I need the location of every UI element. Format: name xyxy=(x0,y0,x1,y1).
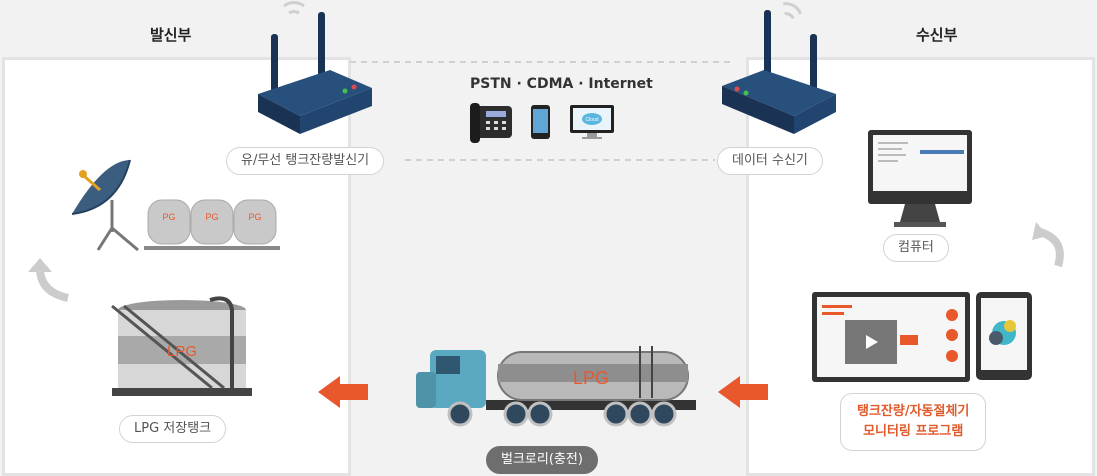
cylinder-text-2: PG xyxy=(205,212,218,222)
receiver-title: 수신부 xyxy=(916,26,958,44)
receiver-router-icon xyxy=(722,2,836,134)
gas-cylinders-icon: PG PG PG xyxy=(144,199,280,250)
program-label: 탱크잔량/자동절체기 모니터링 프로그램 xyxy=(840,393,987,451)
storage-tank-text: LPG xyxy=(167,343,197,360)
curved-arrow-right-head xyxy=(1032,222,1048,240)
computer-label: 컴퓨터 xyxy=(883,234,949,262)
receiver-label: 데이터 수신기 xyxy=(717,147,823,175)
cylinder-text-1: PG xyxy=(162,212,175,222)
satellite-dish-icon xyxy=(71,159,139,252)
mobile-phone-icon xyxy=(531,105,550,139)
curved-arrow-left-icon xyxy=(36,267,69,302)
bulk-truck-icon: LPG xyxy=(416,346,696,427)
telephone-icon xyxy=(470,103,512,143)
arrow-truck-to-tank-icon xyxy=(318,376,368,408)
monitoring-program-screen-icon xyxy=(812,292,970,382)
curved-arrow-left-head xyxy=(28,258,52,272)
transmitter-router-icon xyxy=(258,1,372,134)
cylinder-text-3: PG xyxy=(248,212,261,222)
sender-title: 발신부 xyxy=(150,26,192,44)
program-label-line1: 탱크잔량/자동절체기 xyxy=(857,404,970,419)
program-label-line2: 모니터링 프로그램 xyxy=(863,424,964,439)
tablet-icon xyxy=(976,292,1032,380)
cloud-text: Cloud xyxy=(585,117,598,123)
truck-tank-text: LPG xyxy=(573,368,609,388)
cloud-monitor-icon: Cloud xyxy=(570,105,614,139)
storage-tank-label: LPG 저장탱크 xyxy=(119,415,227,443)
lpg-storage-tank-icon: LPG xyxy=(111,296,252,396)
network-label: PSTN · CDMA · Internet xyxy=(470,76,653,92)
transmitter-label: 유/무선 탱크잔량발신기 xyxy=(226,147,385,175)
arrow-program-to-truck-icon xyxy=(718,376,768,408)
truck-label: 벌크로리(충전) xyxy=(486,446,598,474)
computer-icon xyxy=(868,130,972,227)
